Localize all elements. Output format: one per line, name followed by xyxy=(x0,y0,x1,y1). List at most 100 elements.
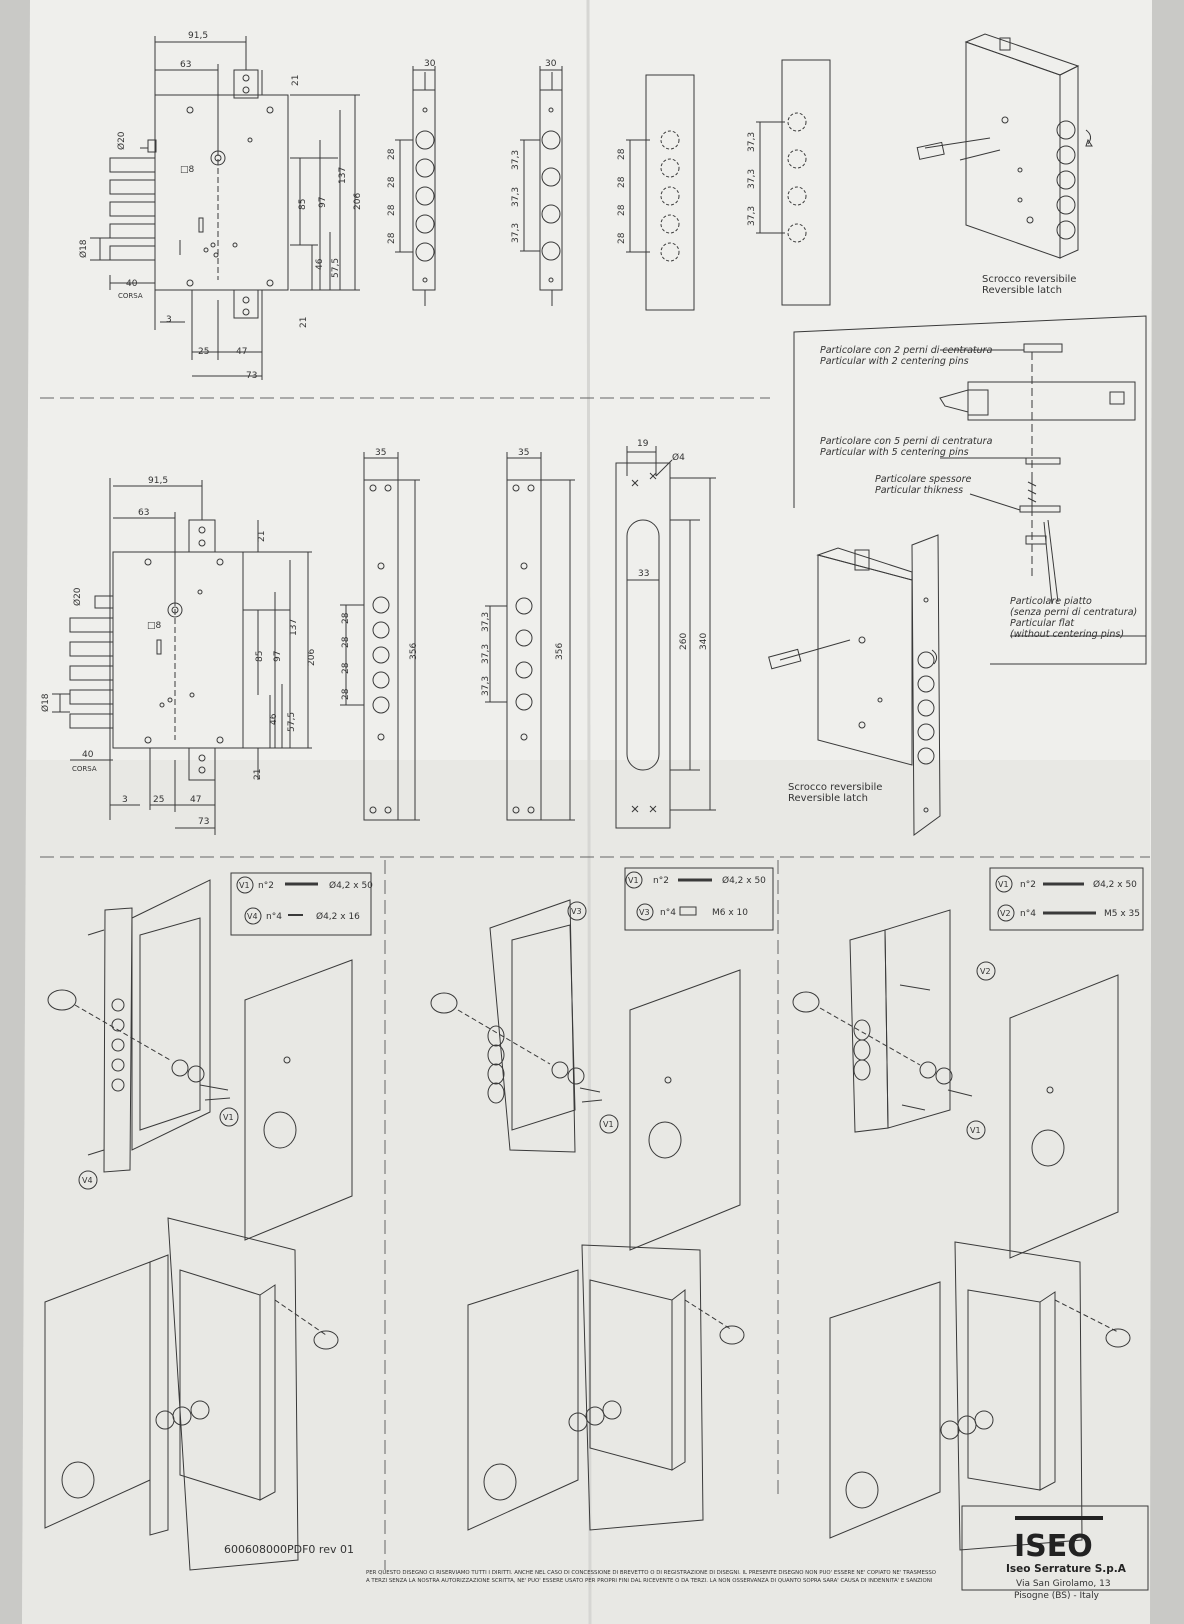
dim-text: 28 xyxy=(387,148,397,160)
screw-tag: V3 xyxy=(639,908,650,917)
screw-qty: n°4 xyxy=(660,908,676,918)
particular-label: Particular thikness xyxy=(875,485,963,496)
screw-qty: n°2 xyxy=(258,881,274,891)
assembly-a-bottom xyxy=(44,1217,339,1571)
assembly-c-bottom xyxy=(829,1241,1131,1551)
top-lock-drawing xyxy=(90,36,360,380)
screw-size: M5 x 35 xyxy=(1104,909,1140,919)
screw-size: Ø4,2 x 50 xyxy=(1093,879,1137,890)
company-address: Pisogne (BS) - Italy xyxy=(1014,1591,1100,1601)
dim-text: Ø4 xyxy=(672,452,685,463)
top-iso-lock xyxy=(916,33,1093,259)
iseo-logo: ISEO xyxy=(1014,1529,1093,1564)
particular-label: (without centering pins) xyxy=(1010,629,1124,640)
callout-tag: V1 xyxy=(970,1126,981,1135)
dim-text: 40 xyxy=(126,279,138,289)
dim-text: 28 xyxy=(341,662,351,674)
callout-tag: V2 xyxy=(980,967,991,976)
latch-caption: Scrocco reversibile xyxy=(982,274,1076,285)
dim-text: 206 xyxy=(307,649,317,666)
dim-text: 28 xyxy=(617,204,627,216)
dim-text: 28 xyxy=(341,688,351,700)
dim-text: 21 xyxy=(299,317,309,328)
logo-box xyxy=(961,1505,1149,1591)
drawing-code: 600608000PDF0 rev 01 xyxy=(224,1543,354,1556)
screw-size: M6 x 10 xyxy=(712,908,748,918)
dim-text: 37,3 xyxy=(747,132,757,152)
dim-text: 97 xyxy=(318,197,328,208)
mid-front-plate-28 xyxy=(340,452,420,821)
particular-label: Particular with 5 centering pins xyxy=(820,447,969,458)
dim-text: 37,3 xyxy=(511,150,521,170)
top-front-plate-28 xyxy=(395,66,436,306)
dim-text: 91,5 xyxy=(148,476,168,486)
screw-size: Ø4,2 x 16 xyxy=(316,911,360,922)
particular-label: Particular with 2 centering pins xyxy=(820,356,969,367)
mid-iso-lock xyxy=(768,534,941,836)
dim-text: CORSA xyxy=(118,292,143,300)
dim-text: 3 xyxy=(122,795,128,805)
particular-label: Particolare con 5 perni di centratura xyxy=(820,436,993,447)
dim-text: 21 xyxy=(253,769,263,780)
particulars-box xyxy=(793,315,1147,665)
dim-text: 19 xyxy=(637,439,649,449)
screw-qty: n°4 xyxy=(1020,909,1036,919)
callout-tag: V1 xyxy=(603,1120,614,1129)
latch-caption: Reversible latch xyxy=(788,793,868,804)
screw-tag: V1 xyxy=(998,880,1009,889)
dim-text: 37,3 xyxy=(481,676,491,696)
legal-notice: A TERZI SENZA LA NOSTRA AUTORIZZAZIONE S… xyxy=(366,1578,933,1584)
dim-text: 28 xyxy=(341,612,351,624)
mid-lock-drawing xyxy=(52,478,312,835)
screw-size: Ø4,2 x 50 xyxy=(722,875,766,886)
dim-text: 57,5 xyxy=(331,258,341,278)
particular-label: Particolare con 2 perni di centratura xyxy=(820,345,993,356)
dim-text: 137 xyxy=(289,619,299,636)
dim-text: □8 xyxy=(180,165,195,175)
dim-text: 356 xyxy=(555,643,565,660)
legal-notice: PER QUESTO DISEGNO CI RISERVIAMO TUTTI I… xyxy=(366,1570,936,1576)
dim-text: Ø18 xyxy=(40,693,51,712)
dim-text: 21 xyxy=(291,75,301,86)
dim-text: 28 xyxy=(617,176,627,188)
dim-text: 28 xyxy=(341,636,351,648)
dim-text: 63 xyxy=(138,508,149,518)
assembly-b-bottom xyxy=(467,1244,745,1531)
dim-text: 28 xyxy=(387,232,397,244)
particular-label: Particular flat xyxy=(1010,618,1075,629)
dim-text: Ø18 xyxy=(78,239,89,258)
particular-label: (senza perni di centratura) xyxy=(1010,607,1137,618)
dim-text: 35 xyxy=(518,448,529,458)
screw-legend-c xyxy=(989,867,1144,931)
dim-text: 260 xyxy=(679,633,689,650)
screw-legend-b xyxy=(624,867,774,931)
assembly-b-top xyxy=(430,899,741,1251)
top-strike-plate-37 xyxy=(756,59,831,306)
mid-strike-plate xyxy=(615,446,716,829)
screw-tag: V4 xyxy=(247,912,258,921)
dim-text: 35 xyxy=(375,448,386,458)
dim-text: 37,3 xyxy=(747,206,757,226)
dim-text: 37,3 xyxy=(481,612,491,632)
dim-text: 63 xyxy=(180,60,191,70)
paper-lower-shade xyxy=(22,760,1150,1624)
dim-text: 356 xyxy=(409,643,419,660)
screw-qty: n°2 xyxy=(653,876,669,886)
dim-text: 37,3 xyxy=(481,644,491,664)
dim-text: 25 xyxy=(198,347,209,357)
company-name: Iseo Serrature S.p.A xyxy=(1006,1563,1127,1575)
dim-text: 46 xyxy=(315,258,325,270)
dim-text: 97 xyxy=(273,651,283,662)
assembly-a-top xyxy=(47,879,353,1241)
logo-bar xyxy=(1015,1516,1103,1520)
callout-tag: V3 xyxy=(571,907,582,916)
dim-text: Ø20 xyxy=(116,131,127,150)
dim-text: 21 xyxy=(257,531,267,542)
latch-caption: Scrocco reversibile xyxy=(788,782,882,793)
screw-size: Ø4,2 x 50 xyxy=(329,880,373,891)
dim-text: 85 xyxy=(298,199,308,210)
dim-text: 340 xyxy=(699,633,709,650)
screw-qty: n°2 xyxy=(1020,880,1036,890)
dim-text: 28 xyxy=(387,176,397,188)
dim-text: 28 xyxy=(617,232,627,244)
